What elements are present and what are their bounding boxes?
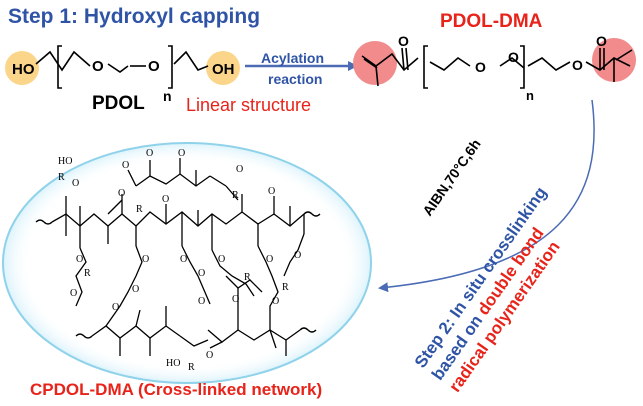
pdol-o1: O — [92, 58, 104, 75]
linear-structure-label: Linear structure — [186, 95, 312, 115]
pdol-n: n — [163, 88, 172, 104]
net-o-m: O — [180, 254, 187, 265]
left-vinyl-highlight — [353, 41, 397, 85]
net-o-u: O — [272, 296, 279, 307]
net-o-s: O — [198, 296, 205, 307]
oh-highlight — [206, 51, 240, 85]
net-o-n: O — [198, 268, 205, 279]
pdol-dma-label: PDOL-DMA — [440, 11, 543, 32]
pdol-dma-structure — [361, 45, 633, 89]
dma-n: n — [526, 88, 534, 103]
net-o-c: O — [122, 160, 129, 171]
pdol-structure — [35, 45, 209, 89]
pdol-label: PDOL — [92, 93, 145, 114]
ho-highlight — [5, 51, 39, 85]
net-r-b: R — [136, 204, 143, 215]
net-o-h: O — [268, 186, 275, 197]
net-ho-top: HO — [58, 156, 72, 167]
net-o-a: O — [72, 178, 79, 189]
net-o-p: O — [266, 254, 273, 265]
net-r-a: R — [58, 172, 65, 183]
network-atom-labels: HO O R O O R O O R O O O O R O O O O O O… — [58, 148, 301, 373]
net-o-g: O — [162, 194, 169, 205]
net-o-o: O — [218, 254, 225, 265]
net-o-k: O — [142, 254, 149, 265]
net-o-f: O — [118, 188, 125, 199]
net-ho-bottom: HO — [166, 358, 180, 369]
cpdol-dma-label: CPDOL-DMA (Cross-linked network) — [30, 380, 323, 399]
net-o-i: O — [76, 254, 83, 265]
net-o-b: O — [146, 148, 153, 159]
net-r-c: R — [232, 190, 239, 201]
net-o-r: O — [112, 302, 119, 313]
network-ellipse — [2, 142, 372, 384]
dma-o-3: O — [572, 57, 583, 73]
net-o-t: O — [232, 294, 239, 305]
net-r-e: R — [244, 272, 251, 283]
net-o-l: O — [132, 284, 139, 295]
reaction-label: reaction — [268, 71, 323, 87]
step1-title: Step 1: Hydroxyl capping — [8, 5, 261, 28]
dma-o-1: O — [475, 59, 486, 75]
crosslinked-network-structure — [35, 158, 321, 356]
acylation-label: Acylation — [261, 50, 325, 66]
net-o-e: O — [236, 164, 243, 175]
oh-label: OH — [212, 61, 235, 78]
ho-label: HO — [12, 61, 35, 78]
crosslink-arrow — [378, 99, 595, 293]
dma-o-top-left: O — [398, 33, 409, 49]
net-r-d: R — [84, 268, 91, 279]
net-o-q: O — [294, 250, 301, 261]
dma-o-top-right: O — [596, 33, 607, 49]
net-r-f: R — [282, 282, 289, 293]
dma-o-2: O — [508, 49, 519, 65]
pdol-o2: O — [148, 58, 160, 75]
net-o-d: O — [178, 148, 185, 159]
net-o-j: O — [70, 288, 77, 299]
net-r-g: R — [188, 362, 195, 373]
net-o-v: O — [206, 350, 213, 361]
